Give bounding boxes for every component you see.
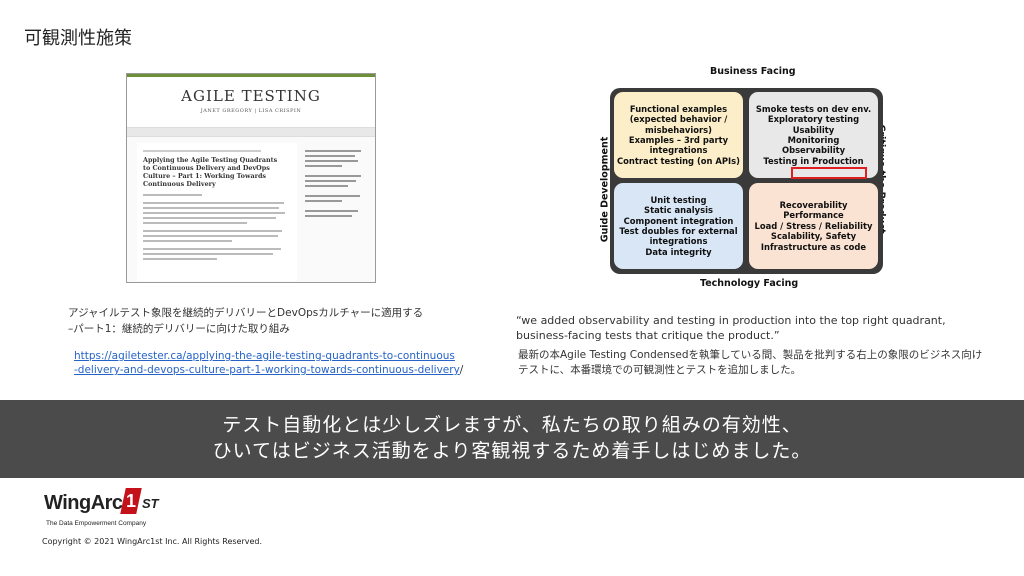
quadrant-text: Test doubles for external	[619, 226, 737, 236]
observability-highlight-box	[791, 167, 867, 179]
screenshot-site-authors: JANET GREGORY | LISA CRISPIN	[127, 108, 375, 114]
quadrant-text: Component integration	[624, 216, 734, 226]
quote-english: “we added observability and testing in p…	[516, 313, 986, 343]
screenshot-site-logo: AGILE TESTING	[127, 87, 375, 105]
quadrant-top-right: Smoke tests on dev env. Exploratory test…	[749, 92, 878, 178]
copyright-notice: Copyright © 2021 WingArc1st Inc. All Rig…	[42, 537, 262, 546]
screenshot-nav-bar	[127, 127, 375, 137]
quadrant-text: Recoverability	[780, 200, 848, 210]
quadrant-text: Load / Stress / Reliability	[755, 221, 873, 231]
article-caption: アジャイルテスト象限を継続的デリバリーとDevOpsカルチャーに適用する –パー…	[68, 305, 498, 337]
logo-suffix: ST	[142, 496, 159, 511]
article-link[interactable]: https://agiletester.ca/applying-the-agil…	[74, 349, 514, 377]
slide-title: 可観測性施策	[24, 24, 132, 50]
quadrant-text: integrations	[650, 236, 708, 246]
banner-line-1: テスト自動化とは少しズレますが、私たちの取り組みの有効性、	[0, 412, 1024, 438]
banner-line-2: ひいてはビジネス活動をより客観視するため着手しはじめました。	[0, 438, 1024, 464]
logo-tagline: The Data Empowerment Company	[46, 520, 146, 527]
logo-text: WingArc	[44, 492, 123, 515]
article-screenshot: AGILE TESTING JANET GREGORY | LISA CRISP…	[126, 73, 376, 283]
message-banner: テスト自動化とは少しズレますが、私たちの取り組みの有効性、 ひいてはビジネス活動…	[0, 400, 1024, 478]
article-link-trailing: /	[460, 364, 464, 376]
quadrant-text: Usability	[793, 125, 835, 135]
screenshot-header: AGILE TESTING JANET GREGORY | LISA CRISP…	[127, 77, 375, 127]
axis-label-technology-facing: Technology Facing	[700, 278, 798, 289]
quadrant-text: Performance	[783, 210, 843, 220]
logo-number: 1	[126, 491, 136, 512]
article-link-line-2[interactable]: -delivery-and-devops-culture-part-1-work…	[74, 364, 460, 376]
quadrant-bottom-right: Recoverability Performance Load / Stress…	[749, 183, 878, 269]
article-link-line-1[interactable]: https://agiletester.ca/applying-the-agil…	[74, 350, 455, 362]
screenshot-body: Applying the Agile Testing Quadrants to …	[127, 137, 375, 283]
quadrant-text: Scalability, Safety	[771, 231, 856, 241]
screenshot-sidebar	[305, 147, 367, 217]
company-logo: WingArc 1 ST The Data Empowerment Compan…	[44, 486, 184, 532]
quadrant-text: Monitoring	[788, 135, 840, 145]
quadrant-text-observability: Observability	[782, 145, 845, 155]
axis-label-guide-development: Guide Development	[599, 137, 610, 243]
quadrant-grid: Functional examples (expected behavior /…	[610, 88, 883, 274]
quadrant-text: Exploratory testing	[768, 114, 859, 124]
quadrant-text: integrations	[650, 145, 708, 155]
agile-testing-quadrants-diagram: Business Facing Guide Development Critiq…	[590, 66, 910, 291]
article-caption-line-2: –パート1：継続的デリバリーに向けた取り組み	[68, 321, 498, 337]
quadrant-text: misbehaviors)	[645, 125, 712, 135]
quadrant-text: Data integrity	[645, 247, 711, 257]
quadrant-text: Contract testing (on APIs)	[617, 156, 740, 166]
article-caption-line-1: アジャイルテスト象限を継続的デリバリーとDevOpsカルチャーに適用する	[68, 305, 498, 321]
quadrant-text: Infrastructure as code	[761, 242, 866, 252]
quadrant-bottom-left: Unit testing Static analysis Component i…	[614, 183, 743, 269]
quadrant-text: Functional examples	[630, 104, 727, 114]
quadrant-text: Smoke tests on dev env.	[756, 104, 871, 114]
quadrant-text: (expected behavior /	[630, 114, 728, 124]
quadrant-text: Examples – 3rd party	[629, 135, 728, 145]
screenshot-article: Applying the Agile Testing Quadrants to …	[137, 143, 297, 281]
quadrant-text: Unit testing	[650, 195, 706, 205]
axis-label-business-facing: Business Facing	[710, 66, 796, 77]
quadrant-text: Testing in Production	[763, 156, 863, 166]
quote-japanese: 最新の本Agile Testing Condensedを執筆している間、製品を批…	[518, 348, 988, 378]
screenshot-article-title: Applying the Agile Testing Quadrants to …	[143, 156, 291, 188]
quadrant-text: Static analysis	[644, 205, 713, 215]
quadrant-top-left: Functional examples (expected behavior /…	[614, 92, 743, 178]
